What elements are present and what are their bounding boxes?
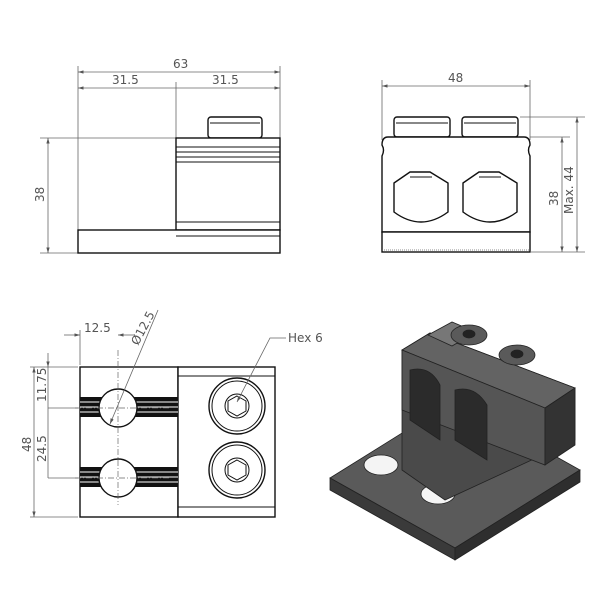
dim-front-width: 48 [448,71,463,85]
dim-front-height: 38 [547,191,561,206]
dim-max-height: Max. 44 [562,166,576,214]
front-view: 48 38 Max. 44 [381,71,585,253]
screw-upper [208,377,266,435]
side-view: 63 31.5 31.5 38 [33,57,281,254]
dim-hole-spacing: 24.5 [35,435,49,462]
dim-half-right: 31.5 [212,73,239,87]
isometric-view [329,321,581,561]
dim-half-left: 31.5 [112,73,139,87]
dim-side-height: 38 [33,187,47,202]
dim-overall-width: 63 [173,57,188,71]
top-view: 12.5 Ø12.5 11.75 24.5 48 Hex 6 [20,309,323,518]
dim-hole-offset: 12.5 [84,321,111,335]
screw-lower [208,441,266,499]
dim-top-width: 48 [20,437,34,452]
dim-first-hole-offset: 11.75 [35,368,49,402]
dim-hole-diameter: Ø12.5 [128,309,157,348]
hex-callout: Hex 6 [288,331,323,345]
